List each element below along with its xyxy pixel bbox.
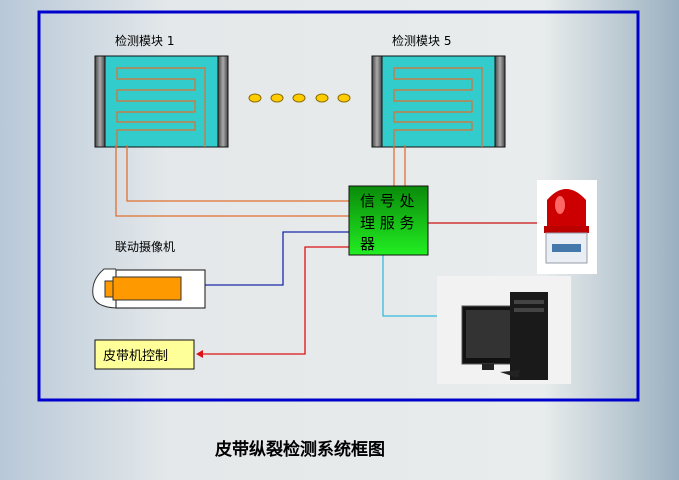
wire-module1-a [115,145,349,217]
camera-icon [92,268,206,309]
wire-computer [382,255,437,317]
sensor-wire [393,67,483,147]
detection-module-1: 检测模块 1 [94,33,229,148]
module-label: 检测模块 5 [392,33,451,48]
system-frame [37,10,640,402]
module-label: 检测模块 1 [115,33,174,48]
ellipsis-dots [248,93,351,103]
signal-server: 信 号 处 理 服 务 器 [348,185,429,256]
arrow-head [196,350,203,358]
svg-text:皮带机控制: 皮带机控制 [103,349,168,364]
svg-text:理 服 务: 理 服 务 [360,214,415,232]
camera-label: 联动摄像机 [115,239,175,254]
sensor-wire [116,67,206,147]
belt-control-box: 皮带机控制 [94,339,195,370]
diagram-caption: 皮带纵裂检测系统框图 [215,439,385,460]
alarm-light-icon [537,180,597,274]
detection-module-5: 检测模块 5 [371,33,506,148]
wire-module1-b [126,145,349,202]
wire-camera [205,231,349,286]
computer-icon [437,276,571,384]
svg-text:信 号 处: 信 号 处 [360,192,415,210]
connections [115,145,537,358]
wire-control [200,246,349,355]
svg-text:器: 器 [360,235,375,253]
